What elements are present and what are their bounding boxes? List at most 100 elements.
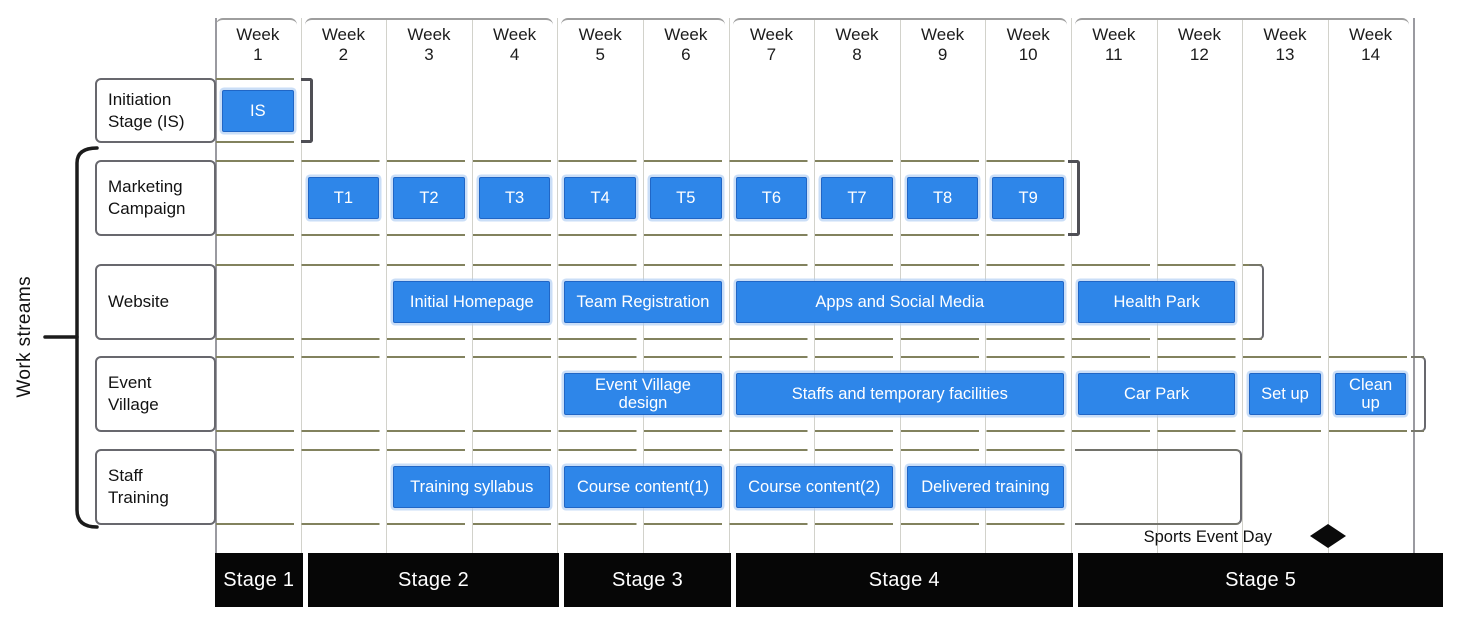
task-label-line: IS bbox=[250, 101, 266, 120]
task-bar-car-park: Car Park bbox=[1078, 373, 1236, 415]
week-number: 2 bbox=[338, 45, 349, 64]
week-number: 14 bbox=[1361, 45, 1381, 64]
week-number: 5 bbox=[595, 45, 605, 64]
task-label-line: T8 bbox=[932, 189, 953, 207]
stage-bar-stage-4: Stage 4 bbox=[735, 553, 1073, 607]
week-gridline bbox=[557, 18, 559, 553]
task-bar-t2: T2 bbox=[393, 177, 465, 219]
week-word: Week bbox=[1006, 25, 1050, 44]
task-bar-training-syllabus: Training syllabus bbox=[393, 466, 551, 508]
task-label-line: Delivered training bbox=[921, 478, 1050, 496]
week-number: 8 bbox=[852, 45, 862, 64]
week-word: Week bbox=[1092, 25, 1136, 44]
task-bar-t3: T3 bbox=[478, 177, 551, 219]
task-label-line: Training syllabus bbox=[410, 478, 534, 496]
week-word: Week bbox=[921, 25, 965, 44]
stage-group-border bbox=[1075, 18, 1410, 32]
milestone-diamond-icon bbox=[1310, 524, 1346, 548]
task-label-line: Course content(2) bbox=[748, 478, 881, 496]
row-band-line bbox=[216, 449, 1069, 451]
row-band-end-cap bbox=[1411, 356, 1427, 432]
task-bar-course-content-2: Course content(2) bbox=[735, 466, 893, 508]
week-word: Week bbox=[407, 25, 451, 44]
week-word: Week bbox=[1263, 25, 1307, 44]
week-word: Week bbox=[236, 25, 280, 44]
task-label-line: T9 bbox=[1018, 189, 1038, 207]
task-bar-staffs-and-temporary-facilities: Staffs and temporary facilities bbox=[735, 373, 1064, 415]
week-gridline bbox=[386, 18, 388, 553]
task-label-line: Event Village bbox=[594, 376, 691, 394]
task-bar-t8: T8 bbox=[906, 177, 979, 219]
task-label-line: design bbox=[618, 394, 668, 412]
task-label-line: Set up bbox=[1261, 385, 1309, 403]
task-bar-t7: T7 bbox=[821, 177, 893, 219]
stage-bar-stage-1: Stage 1 bbox=[215, 553, 303, 607]
week-number: 9 bbox=[937, 45, 948, 64]
week-gridline bbox=[1071, 18, 1072, 553]
row-label-line: Website bbox=[108, 292, 170, 311]
task-bar-set-up: Set up bbox=[1249, 373, 1321, 415]
work-streams-label: Work streams bbox=[14, 276, 35, 398]
task-label-line: Team Registration bbox=[576, 293, 710, 311]
row-label-line: Training bbox=[108, 488, 169, 507]
task-bar-apps-and-social-media: Apps and Social Media bbox=[735, 281, 1064, 323]
task-label-line: Car Park bbox=[1124, 385, 1190, 403]
row-empty-box bbox=[1075, 449, 1243, 525]
week-number: 1 bbox=[253, 45, 263, 64]
week-word: Week bbox=[578, 25, 622, 44]
stage-bar-stage-3: Stage 3 bbox=[564, 553, 731, 607]
week-gridline bbox=[1413, 18, 1416, 553]
week-gridline bbox=[1327, 18, 1329, 553]
task-label-line: Apps and Social Media bbox=[815, 293, 985, 311]
week-word: Week bbox=[835, 25, 879, 44]
week-word: Week bbox=[493, 25, 537, 44]
task-bar-team-registration: Team Registration bbox=[564, 281, 722, 323]
task-bar-t4: T4 bbox=[564, 177, 636, 219]
stage-group-border bbox=[732, 18, 1067, 32]
task-label-line: T1 bbox=[333, 189, 354, 207]
week-number: 6 bbox=[681, 45, 691, 64]
task-bar-t6: T6 bbox=[735, 177, 808, 219]
stage-group-border bbox=[216, 18, 297, 32]
row-band-line bbox=[216, 264, 1262, 266]
task-label-line: Staffs and temporary facilities bbox=[791, 385, 1008, 403]
work-streams-brace bbox=[43, 146, 99, 529]
task-label-line: Initial Homepage bbox=[409, 293, 534, 311]
week-gridline bbox=[300, 18, 302, 553]
task-bar-delivered-training: Delivered training bbox=[906, 466, 1064, 508]
week-word: Week bbox=[749, 25, 793, 44]
week-gridline bbox=[1242, 18, 1244, 553]
row-band-line bbox=[216, 234, 1078, 236]
row-band-end-bracket bbox=[301, 78, 314, 143]
week-number: 4 bbox=[509, 45, 520, 64]
row-label-line: Campaign bbox=[108, 199, 186, 218]
row-band-end-cap bbox=[1248, 264, 1264, 340]
task-bar-t9: T9 bbox=[992, 177, 1064, 219]
row-label-line: Village bbox=[108, 395, 159, 414]
stage-group-border bbox=[561, 18, 725, 32]
week-number: 10 bbox=[1018, 45, 1038, 64]
task-label-line: Clean bbox=[1349, 376, 1393, 394]
task-label-line: Course content(1) bbox=[576, 478, 710, 496]
row-label-line: Marketing bbox=[108, 177, 183, 196]
task-bar-initial-homepage: Initial Homepage bbox=[393, 281, 551, 323]
task-label-line: T2 bbox=[419, 189, 439, 207]
task-bar-health-park: Health Park bbox=[1078, 281, 1236, 323]
row-label-website: Website bbox=[95, 264, 216, 340]
week-word: Week bbox=[664, 25, 708, 44]
stage-bar-stage-2: Stage 2 bbox=[307, 553, 560, 607]
